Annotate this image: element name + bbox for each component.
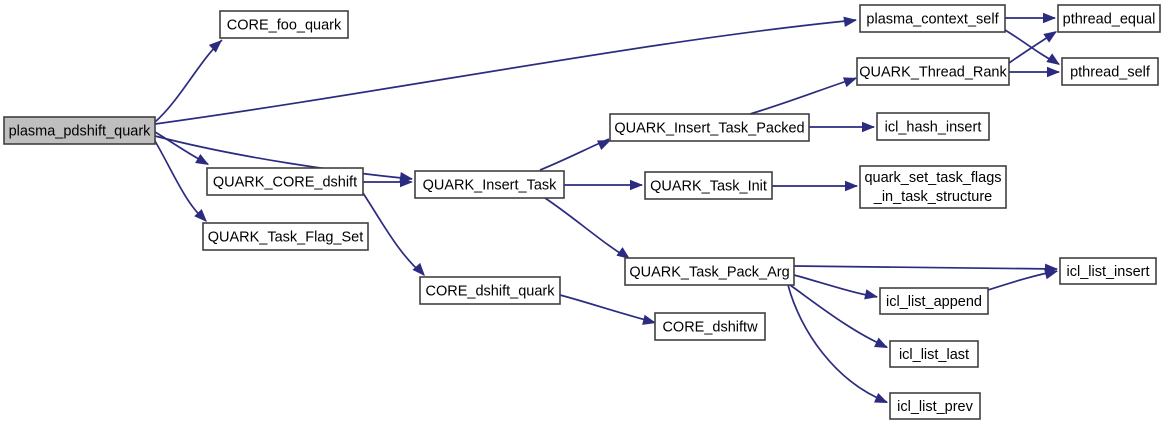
node-QUARK_Insert_Task_Packed[interactable]: QUARK_Insert_Task_Packed xyxy=(609,113,810,142)
node-CORE_dshift_quark[interactable]: CORE_dshift_quark xyxy=(419,276,561,305)
edge-QUARK_Task_Pack_Arg-to-icl_list_append xyxy=(793,274,878,298)
node-QUARK_Thread_Rank[interactable]: QUARK_Thread_Rank xyxy=(856,57,1010,86)
node-icl_list_append[interactable]: icl_list_append xyxy=(879,287,989,315)
node-box-pthread_equal[interactable] xyxy=(1057,4,1161,33)
node-QUARK_CORE_dshift[interactable]: QUARK_CORE_dshift xyxy=(206,167,364,196)
arrowhead-QUARK_Insert_Task_Packed xyxy=(597,140,611,151)
arrowhead-QUARK_Insert_Task-dshift xyxy=(400,176,413,188)
arrowhead-QUARK_Task_Pack_Arg xyxy=(616,247,630,259)
arrowhead-icl_list_prev xyxy=(874,392,888,403)
node-QUARK_Task_Flag_Set[interactable]: QUARK_Task_Flag_Set xyxy=(202,222,369,251)
node-plasma_context_self[interactable]: plasma_context_self xyxy=(859,4,1006,33)
arrowhead-QUARK_Thread_Rank xyxy=(843,77,857,88)
node-box-QUARK_Task_Init[interactable] xyxy=(644,171,773,200)
node-plasma_pdshift_quark[interactable]: plasma_pdshift_quark xyxy=(3,116,156,145)
node-box-icl_list_last[interactable] xyxy=(889,340,979,368)
arrowhead-pthread_equal-ctx xyxy=(1043,12,1056,24)
edge-QUARK_CORE_dshift-to-CORE_dshift_quark xyxy=(362,192,425,276)
arrowhead-pthread_self-ctx xyxy=(1046,53,1060,65)
edge-plasma_pdshift_quark-to-CORE_foo_quark xyxy=(154,39,223,123)
node-box-plasma_context_self[interactable] xyxy=(859,4,1006,33)
edge-QUARK_Task_Pack_Arg-to-icl_list_prev xyxy=(787,284,888,403)
node-box-icl_list_append[interactable] xyxy=(879,287,989,315)
node-box-CORE_dshift_quark[interactable] xyxy=(419,276,561,305)
arrowhead-QUARK_CORE_dshift xyxy=(195,153,209,165)
node-quark_set_task_flags[interactable]: quark_set_task_flags_in_task_structure xyxy=(859,165,1007,209)
arrowhead-pthread_self-rank xyxy=(1047,66,1060,78)
arrowhead-CORE_dshiftw xyxy=(642,314,656,325)
node-QUARK_Task_Init[interactable]: QUARK_Task_Init xyxy=(644,171,773,200)
node-CORE_dshiftw[interactable]: CORE_dshiftw xyxy=(654,312,766,341)
arrowhead-icl_list_last xyxy=(874,337,888,348)
node-box-QUARK_Thread_Rank[interactable] xyxy=(856,57,1010,86)
arrowhead-icl_list_append xyxy=(864,289,878,300)
arrowhead-icl_list_insert-append xyxy=(1044,269,1058,280)
node-icl_list_insert[interactable]: icl_list_insert xyxy=(1059,257,1157,285)
node-box-plasma_pdshift_quark[interactable] xyxy=(3,116,156,145)
node-box-QUARK_CORE_dshift[interactable] xyxy=(206,167,364,196)
edge-QUARK_Task_Pack_Arg-to-icl_list_insert xyxy=(793,265,1058,270)
arrowhead-QUARK_Task_Init xyxy=(630,179,643,191)
node-box-quark_set_task_flags[interactable] xyxy=(859,165,1007,209)
node-QUARK_Task_Pack_Arg[interactable]: QUARK_Task_Pack_Arg xyxy=(624,257,795,286)
node-pthread_equal[interactable]: pthread_equal xyxy=(1057,4,1161,33)
node-icl_list_last[interactable]: icl_list_last xyxy=(889,340,979,368)
node-pthread_self[interactable]: pthread_self xyxy=(1061,57,1159,86)
node-box-CORE_foo_quark[interactable] xyxy=(219,10,349,39)
arrowheads-layer xyxy=(194,12,1060,403)
node-box-icl_hash_insert[interactable] xyxy=(876,112,990,141)
edge-QUARK_Insert_Task-to-QUARK_Task_Pack_Arg xyxy=(544,197,629,259)
edge-QUARK_Insert_Task_Packed-to-QUARK_Thread_Rank xyxy=(749,77,857,115)
edge-plasma_pdshift_quark-to-QUARK_Insert_Task xyxy=(154,135,413,180)
arrowhead-quark_set_task_flags xyxy=(845,180,858,192)
node-box-CORE_dshiftw[interactable] xyxy=(654,312,766,341)
arrowhead-icl_hash_insert xyxy=(862,121,875,133)
nodes-layer: plasma_pdshift_quark CORE_foo_quarkQUARK_… xyxy=(3,4,1161,420)
node-QUARK_Insert_Task[interactable]: QUARK_Insert_Task xyxy=(414,170,565,199)
node-CORE_foo_quark[interactable]: CORE_foo_quark xyxy=(219,10,349,39)
arrowhead-CORE_foo_quark xyxy=(208,40,222,53)
node-box-QUARK_Task_Flag_Set[interactable] xyxy=(202,222,369,251)
node-icl_list_prev[interactable]: icl_list_prev xyxy=(889,392,981,420)
edge-QUARK_Task_Pack_Arg-to-icl_list_last xyxy=(789,284,888,348)
node-box-QUARK_Task_Pack_Arg[interactable] xyxy=(624,257,795,286)
node-box-QUARK_Insert_Task_Packed[interactable] xyxy=(609,113,810,142)
node-icl_hash_insert[interactable]: icl_hash_insert xyxy=(876,112,990,141)
edge-CORE_dshift_quark-to-CORE_dshiftw xyxy=(559,294,655,323)
edge-plasma_pdshift_quark-to-plasma_context_self xyxy=(154,19,857,125)
node-box-pthread_self[interactable] xyxy=(1061,57,1159,86)
arrowhead-plasma_context_self xyxy=(843,16,857,27)
node-box-QUARK_Insert_Task[interactable] xyxy=(414,170,565,199)
arrowhead-pthread_equal-rank xyxy=(1043,31,1057,43)
node-box-icl_list_insert[interactable] xyxy=(1059,257,1157,285)
node-box-icl_list_prev[interactable] xyxy=(889,392,981,420)
arrowhead-QUARK_Task_Flag_Set xyxy=(194,209,207,222)
edge-plasma_pdshift_quark-to-QUARK_Task_Flag_Set xyxy=(154,140,207,222)
arrowhead-CORE_dshift_quark xyxy=(412,262,425,276)
